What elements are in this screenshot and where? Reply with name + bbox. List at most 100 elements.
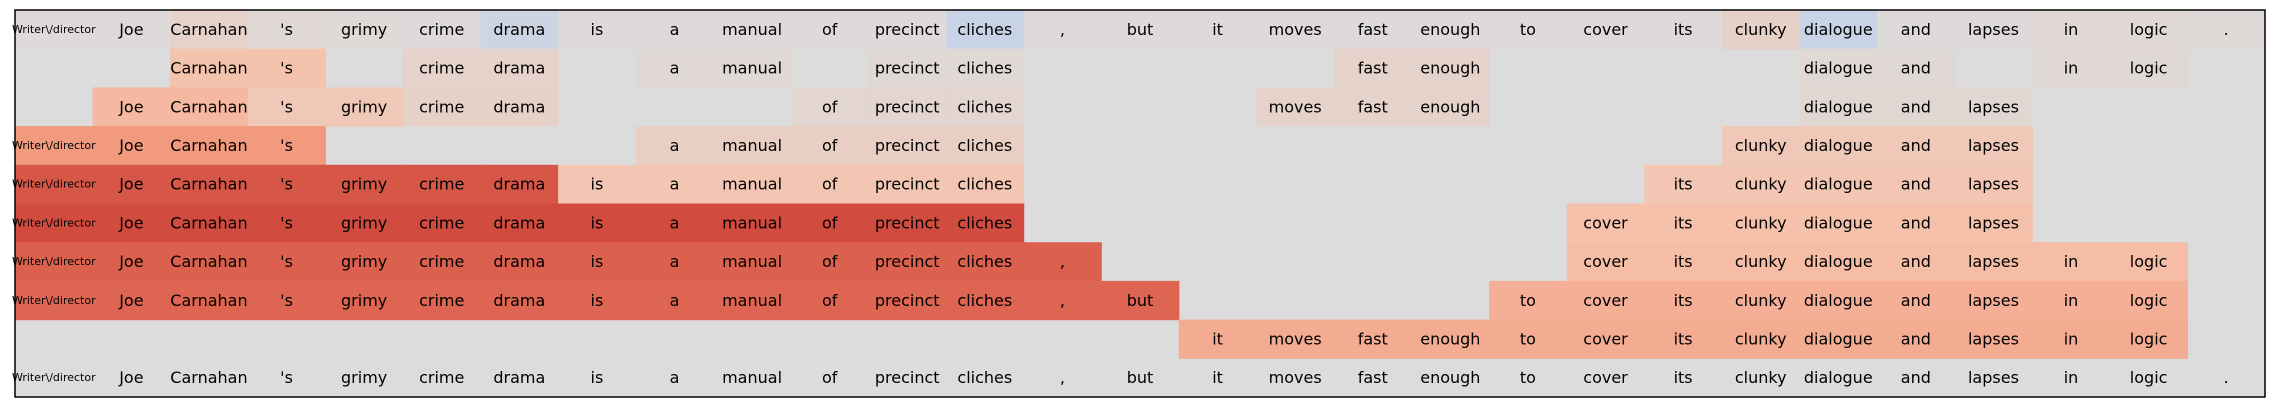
heatmap-cell (2032, 319, 2111, 359)
cell-token-label: Carnahan (170, 97, 247, 116)
heatmap-cell (1644, 164, 1723, 205)
cell-token-label: lapses (1968, 213, 2019, 232)
heatmap-cell (635, 203, 714, 243)
cell-token-label: , (1060, 20, 1065, 39)
cell-token-label: its (1674, 329, 1693, 348)
heatmap-cell (1101, 10, 1180, 50)
cell-token-label: a (670, 175, 680, 194)
cell-token-label: 's (280, 136, 293, 155)
heatmap-cell (170, 242, 249, 282)
cell-token-label: logic (2130, 329, 2168, 348)
cell-token-label: precinct (875, 368, 940, 387)
cell-token-label: its (1674, 368, 1693, 387)
heatmap-cell (558, 280, 637, 321)
cell-token-label: it (1212, 368, 1223, 387)
cell-token-label: is (591, 175, 604, 194)
cell-token-label: clunky (1735, 368, 1787, 387)
cell-token-label: of (822, 175, 838, 194)
cell-token-label: Carnahan (170, 20, 247, 39)
heatmap-cell (170, 126, 249, 166)
cell-token-label: enough (1420, 20, 1480, 39)
heatmap-cell (713, 280, 792, 321)
heatmap-cell (1023, 10, 1102, 50)
cell-token-label: . (2224, 368, 2229, 387)
cell-token-label: cover (1583, 213, 1628, 232)
cell-token-label: Carnahan (170, 291, 247, 310)
heatmap-cell (1023, 280, 1102, 321)
heatmap-cell (325, 10, 404, 50)
cell-token-label: a (670, 20, 680, 39)
heatmap-cell (170, 87, 249, 127)
cell-token-label: Writer\/director (12, 216, 96, 229)
heatmap-cell (1644, 280, 1723, 321)
cell-token-label: logic (2130, 59, 2168, 78)
heatmap-cell (868, 48, 947, 88)
heatmap-cell (1566, 242, 1645, 282)
cell-token-label: of (822, 291, 838, 310)
cell-token-label: enough (1420, 59, 1480, 78)
cell-token-label: Writer\/director (12, 371, 96, 384)
cell-token-label: fast (1358, 368, 1388, 387)
cell-token-label: in (2064, 59, 2079, 78)
heatmap-cell (2032, 280, 2111, 321)
heatmap-cell (1954, 10, 2033, 50)
heatmap-cell (1256, 87, 1335, 127)
cell-token-label: of (822, 368, 838, 387)
heatmap-cell (1566, 319, 1645, 359)
cell-token-label: Joe (118, 20, 143, 39)
cell-token-label: cover (1583, 252, 1628, 271)
heatmap-cell (1799, 10, 1878, 50)
cell-token-label: its (1674, 213, 1693, 232)
heatmap-cell (325, 87, 404, 127)
cell-token-label: is (591, 252, 604, 271)
heatmap-cell (558, 164, 637, 205)
cell-token-label: precinct (875, 252, 940, 271)
cell-token-label: enough (1420, 97, 1480, 116)
cell-token-label: and (1901, 329, 1931, 348)
cell-token-label: precinct (875, 291, 940, 310)
cell-token-label: of (822, 20, 838, 39)
cell-token-label: dialogue (1804, 252, 1873, 271)
cell-token-label: clunky (1735, 291, 1787, 310)
heatmap-cell (1799, 48, 1878, 88)
heatmap-cell (92, 87, 171, 127)
cell-token-label: clunky (1735, 329, 1787, 348)
heatmap-cell (635, 126, 714, 166)
heatmap-cell (635, 164, 714, 205)
cell-token-label: to (1520, 20, 1536, 39)
heatmap-cell (1023, 242, 1102, 282)
heatmap-cell (1721, 280, 1801, 321)
heatmap-cell (1566, 280, 1645, 321)
heatmap-cell (1954, 164, 2033, 205)
heatmap-cell (2032, 242, 2111, 282)
heatmap-cell (1799, 203, 1878, 243)
heatmap-cell (946, 242, 1025, 282)
cell-token-label: drama (493, 291, 545, 310)
heatmap-cell (946, 280, 1025, 321)
cell-token-label: fast (1358, 20, 1388, 39)
cell-token-label: Joe (118, 175, 143, 194)
heatmap-cell (868, 280, 947, 321)
cell-token-label: 's (280, 20, 293, 39)
cell-token-label: its (1674, 291, 1693, 310)
cell-token-label: crime (419, 97, 464, 116)
heatmap-cell (402, 164, 482, 205)
cell-token-label: is (591, 213, 604, 232)
cell-token-label: in (2064, 20, 2079, 39)
heatmap-cell (790, 203, 870, 243)
cell-token-label: and (1901, 97, 1931, 116)
cell-token-label: cover (1583, 368, 1628, 387)
heatmap-cell (480, 164, 559, 205)
heatmap-cell (868, 126, 947, 166)
heatmap-cell (946, 126, 1025, 166)
cell-token-label: in (2064, 329, 2079, 348)
cell-token-label: 's (280, 175, 293, 194)
cell-token-label: Joe (118, 291, 143, 310)
cell-token-label: logic (2130, 291, 2168, 310)
cell-token-label: Writer\/director (12, 178, 96, 191)
cell-token-label: Writer\/director (12, 23, 96, 36)
cell-token-label: drama (493, 175, 545, 194)
cell-token-label: and (1901, 291, 1931, 310)
heatmap-cell (1954, 203, 2033, 243)
